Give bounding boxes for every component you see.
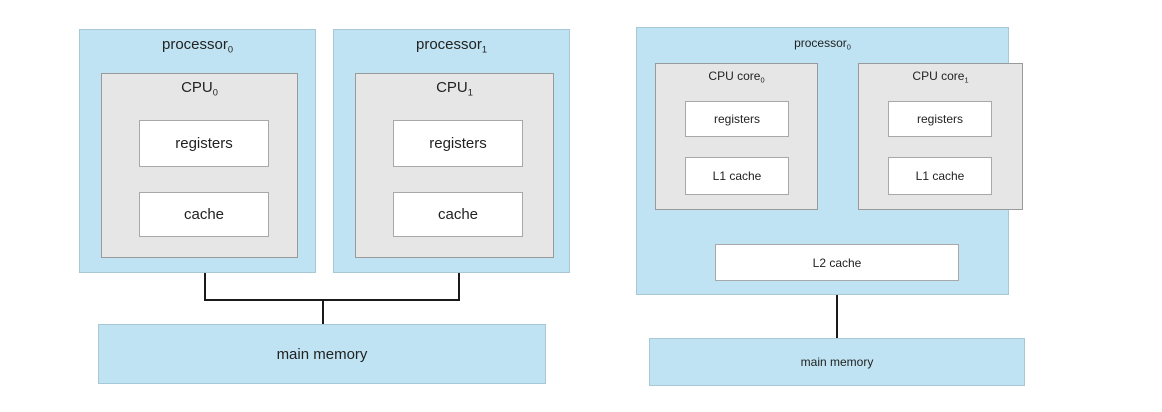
main-memory-right-box: main memory <box>649 338 1025 386</box>
core-0-l1-cache-box: L1 cache <box>685 157 789 195</box>
core-0-l1-cache-label: L1 cache <box>712 169 762 183</box>
cache-0-box: cache <box>139 192 269 237</box>
core-1-l1-cache-label: L1 cache <box>915 169 965 183</box>
core-0-registers-box: registers <box>685 101 789 137</box>
l2-cache-label: L2 cache <box>812 255 862 270</box>
processor-right-label: processor0 <box>794 36 851 52</box>
main-memory-left-label: main memory <box>276 345 368 363</box>
cache-1-label: cache <box>437 206 479 223</box>
registers-0-box: registers <box>139 120 269 167</box>
cache-1-box: cache <box>393 192 523 237</box>
main-memory-right-label: main memory <box>800 355 874 369</box>
cpu-1-label: CPU1 <box>436 79 473 98</box>
processor-0-label: processor0 <box>161 36 234 55</box>
cpu-0-label: CPU0 <box>181 79 218 98</box>
cpu-core-0-label: CPU core0 <box>708 69 765 85</box>
main-memory-left-box: main memory <box>98 324 546 384</box>
processor-1-label: processor1 <box>415 36 488 55</box>
registers-1-label: registers <box>429 135 487 152</box>
cache-0-label: cache <box>183 206 225 223</box>
core-1-l1-cache-box: L1 cache <box>888 157 992 195</box>
core-1-registers-label: registers <box>916 112 963 126</box>
registers-0-label: registers <box>175 135 233 152</box>
registers-1-box: registers <box>393 120 523 167</box>
cpu-core-1-label: CPU core1 <box>912 69 969 85</box>
core-0-registers-label: registers <box>713 112 760 126</box>
l2-cache-box: L2 cache <box>715 244 959 281</box>
core-1-registers-box: registers <box>888 101 992 137</box>
